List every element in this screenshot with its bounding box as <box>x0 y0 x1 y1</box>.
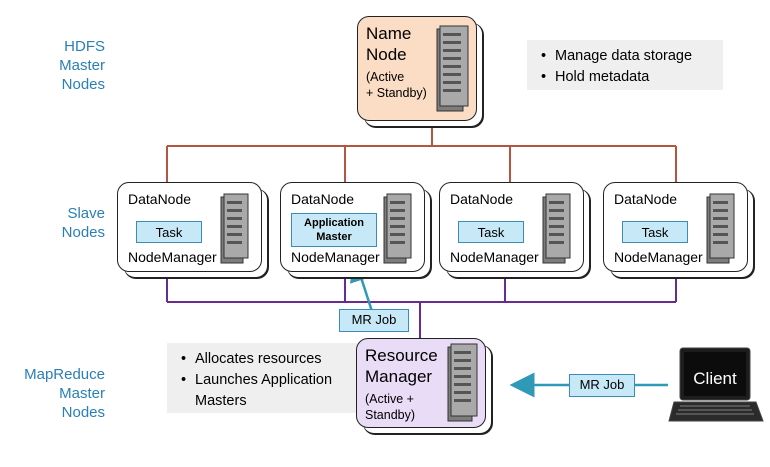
rm-note: Launches Application <box>177 370 347 391</box>
slave-nodes-label: Slave Nodes <box>10 204 105 242</box>
hdfs-label-line: HDFS <box>64 38 105 55</box>
mapreduce-master-label: MapReduce Master Nodes <box>10 365 105 422</box>
datanode-label: DataNode <box>128 191 192 207</box>
namenode-title: Name <box>366 24 412 43</box>
task-box: Task <box>458 221 524 243</box>
namenode-notes: Manage data storage Hold metadata <box>527 40 723 90</box>
nodemanager-label: NodeManager <box>128 249 217 265</box>
rm-note: Masters <box>195 393 247 409</box>
client-mr-job-label: MR Job <box>569 374 635 397</box>
namenode-subtitle: + Standby) <box>366 86 427 100</box>
mapreduce-label-line: Nodes <box>61 404 105 421</box>
client-laptop: Client <box>668 347 764 427</box>
namenode-subtitle: (Active <box>366 70 405 84</box>
application-master-label: Application <box>304 217 364 229</box>
slave-node-4: DataNode Task NodeManager <box>603 182 748 272</box>
resource-manager-notes: Allocates resources Launches Application… <box>167 343 357 413</box>
namenode-note: Manage data storage <box>537 46 713 67</box>
namenode-title: Node <box>366 45 407 64</box>
rm-note: Allocates resources <box>177 349 347 370</box>
rm-subtitle: Standby) <box>365 408 416 422</box>
server-icon <box>436 25 469 112</box>
server-icon <box>220 193 249 264</box>
application-master-label: Master <box>316 231 352 243</box>
hdfs-master-label: HDFS Master Nodes <box>10 37 105 94</box>
rm-title: Resource <box>365 346 438 365</box>
datanode-label: DataNode <box>450 191 514 207</box>
datanode-label: DataNode <box>614 191 678 207</box>
client-label: Client <box>693 369 737 388</box>
hdfs-label-line: Master <box>59 57 105 74</box>
hdfs-connectors <box>166 128 677 183</box>
rm-subtitle: (Active + <box>365 392 414 406</box>
slave-node-1: DataNode Task NodeManager <box>117 182 262 272</box>
mapreduce-label-line: Master <box>59 385 105 402</box>
application-master-box: Application Master <box>291 213 377 247</box>
resource-manager-box: Resource Manager (Active + Standby) <box>356 338 486 428</box>
nodemanager-label: NodeManager <box>614 249 703 265</box>
task-box: Task <box>136 221 202 243</box>
slave-label-line: Nodes <box>61 224 105 241</box>
task-box: Task <box>622 221 688 243</box>
datanode-label: DataNode <box>291 191 355 207</box>
mr-job-label: MR Job <box>339 309 409 332</box>
namenode-box: Name Node (Active + Standby) <box>357 16 477 121</box>
rm-title: Manager <box>365 367 433 386</box>
nodemanager-label: NodeManager <box>291 249 380 265</box>
laptop-icon <box>668 347 764 422</box>
server-icon <box>542 193 571 264</box>
slave-node-2: DataNode Application Master NodeManager <box>280 182 425 272</box>
mapreduce-label-line: MapReduce <box>24 366 105 383</box>
server-icon <box>447 343 478 422</box>
server-icon <box>383 193 412 264</box>
namenode-note: Hold metadata <box>537 67 713 88</box>
nodemanager-label: NodeManager <box>450 249 539 265</box>
server-icon <box>706 193 735 264</box>
yarn-connectors <box>166 272 677 338</box>
hdfs-label-line: Nodes <box>61 76 105 93</box>
slave-node-3: DataNode Task NodeManager <box>439 182 584 272</box>
slave-label-line: Slave <box>67 205 105 222</box>
